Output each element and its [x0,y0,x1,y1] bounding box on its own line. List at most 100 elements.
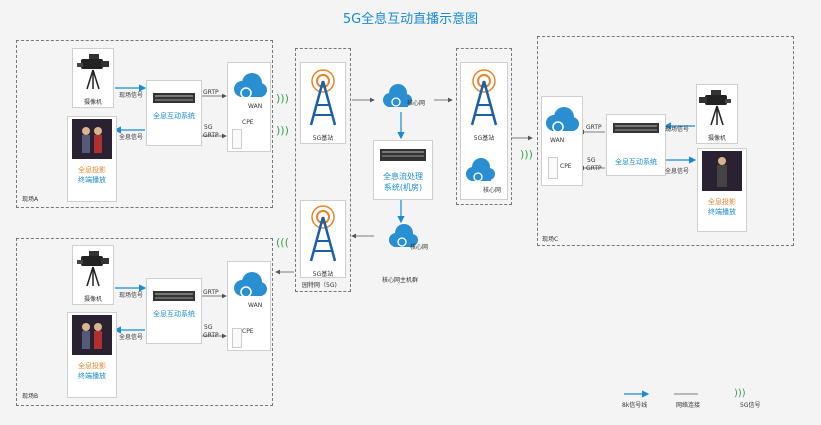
core-net-top-label: 核心网 [407,100,426,107]
server-rack-icon [153,291,195,301]
a-cpe-card: WAN CPE [227,62,271,152]
c-terminal-play-label: 终端播放 [708,208,736,216]
a-5g-signal-icon-2: ))) [276,124,289,137]
c-5g-label: 5G [587,157,596,164]
server-rack-icon [613,123,659,133]
a-grtp-label-1: GRTP [203,89,219,96]
site-b-zone [16,238,273,406]
cpe-device-icon [232,328,242,348]
b-live-signal-label: 现场信号 [119,292,144,299]
c-grtp-label-2: GRTP [586,165,602,172]
video-camera-icon [77,54,109,90]
cell-tower-icon [470,69,498,126]
cpe-device-icon [232,129,242,149]
a-interactive-system-card: 全息互动系统 [146,80,202,146]
core-cluster-label: 核心网主机群 [382,277,419,284]
cloud-wan-icon [546,107,579,133]
c-camera-label: 摄像机 [707,135,726,142]
bs-right-core-label: 核心网 [483,187,502,194]
site-c-label: 现场C [542,236,559,243]
b-holo-projection-label: 全息投影 [78,362,106,370]
legend-5g-icon: ))) [734,388,746,399]
c-holo-signal-label: 全息信号 [665,168,690,175]
b-terminal-play-label: 终端播放 [78,372,106,380]
bs-top-card: 5G基站 [300,62,346,144]
b-camera-label: 摄像机 [83,296,102,303]
private-net-label: 园特网（5G) [302,282,337,289]
stream-system-label-2: 系统(机房) [383,183,423,192]
b-grtp-label-2: GRTP [203,332,219,339]
site-b-label: 现场B [22,393,39,400]
bs-bottom-label: 5G基站 [312,271,334,278]
site-a-label: 现场A [22,196,39,203]
holo-stage-image-icon [702,151,742,191]
a-wan-label: WAN [248,103,263,110]
b-grtp-label-1: GRTP [203,289,219,296]
private-net-zone [295,48,351,292]
b-5g-label: 5G [204,324,213,331]
b-holo-display-card: 全息投影 终端播放 [67,312,117,398]
cloud-core-icon [389,224,418,247]
server-rack-icon [153,93,195,103]
b-cpe-card: WAN CPE [227,261,271,351]
b-camera-card: 摄像机 [72,245,114,305]
c-cpe-card: WAN CPE [541,96,583,186]
video-camera-icon [77,251,109,287]
a-interactive-system-label: 全息互动系统 [153,112,195,120]
cell-tower-icon [309,205,337,262]
holo-stage-image-icon [72,119,112,159]
a-terminal-play-label: 终端播放 [78,176,106,184]
stream-system-label-1: 全息流处理 [383,172,423,181]
video-camera-icon [699,90,731,126]
site-c-zone [537,36,794,246]
site-c-5g-signal-icon: ))) [520,148,533,161]
c-interactive-system-label: 全息互动系统 [615,158,657,166]
bs-right-label: 5G基站 [473,135,495,142]
core-net-bottom: 核心网 [386,222,442,252]
b-interactive-system-card: 全息互动系统 [146,278,202,344]
a-5g-label: 5G [204,124,213,131]
b-5g-signal-icon: ((( [276,236,289,249]
c-grtp-label-1: GRTP [586,124,602,131]
legend-net-label: 网络连接 [676,402,701,409]
c-camera-card: 摄像机 [696,84,738,144]
a-5g-signal-icon-1: ))) [276,92,289,105]
cloud-core-icon [466,158,495,182]
b-interactive-system-label: 全息互动系统 [153,310,195,318]
c-live-signal-label: 现场信号 [665,126,690,133]
cell-tower-icon [309,69,337,126]
bs-bottom-card: 5G基站 [300,200,346,278]
c-holo-display-card: 全息投影 终端播放 [697,148,747,232]
a-grtp-label-2: GRTP [203,132,219,139]
a-holo-signal-label: 全息信号 [119,134,144,141]
base-station-right-zone [456,48,512,205]
core-net-top: 核心网 [380,82,436,112]
a-live-signal-label: 现场信号 [119,92,144,99]
c-wan-label: WAN [550,137,565,144]
a-camera-card: 摄像机 [72,48,114,108]
server-rack-icon [380,149,426,161]
diagram-title: 5G全息互动直播示意图 [342,12,479,27]
c-interactive-system-card: 全息互动系统 [606,114,666,176]
legend-signal-label: 8k信号线 [622,402,648,409]
cpe-device-icon [548,157,558,179]
cloud-wan-icon [234,272,267,298]
a-cpe-label: CPE [242,119,254,126]
cloud-core-icon [383,84,412,107]
holo-stage-image-icon [72,315,112,355]
bs-top-label: 5G基站 [312,135,334,142]
cloud-wan-icon [234,73,267,99]
stream-system-card: 全息流处理 系统(机房) [373,140,433,200]
b-wan-label: WAN [248,302,263,309]
site-a-zone [16,40,273,208]
core-net-bottom-label: 核心网 [410,244,429,251]
c-holo-projection-label: 全息投影 [708,198,736,206]
c-cpe-label: CPE [560,163,572,170]
b-cpe-label: CPE [242,328,254,335]
legend-5g-label: 5G信号 [740,402,761,409]
b-holo-signal-label: 全息信号 [119,334,144,341]
a-camera-label: 摄像机 [83,99,102,106]
bs-right-card: 5G基站 核心网 [460,62,508,200]
a-holo-display-card: 全息投影 终端播放 [67,116,117,202]
